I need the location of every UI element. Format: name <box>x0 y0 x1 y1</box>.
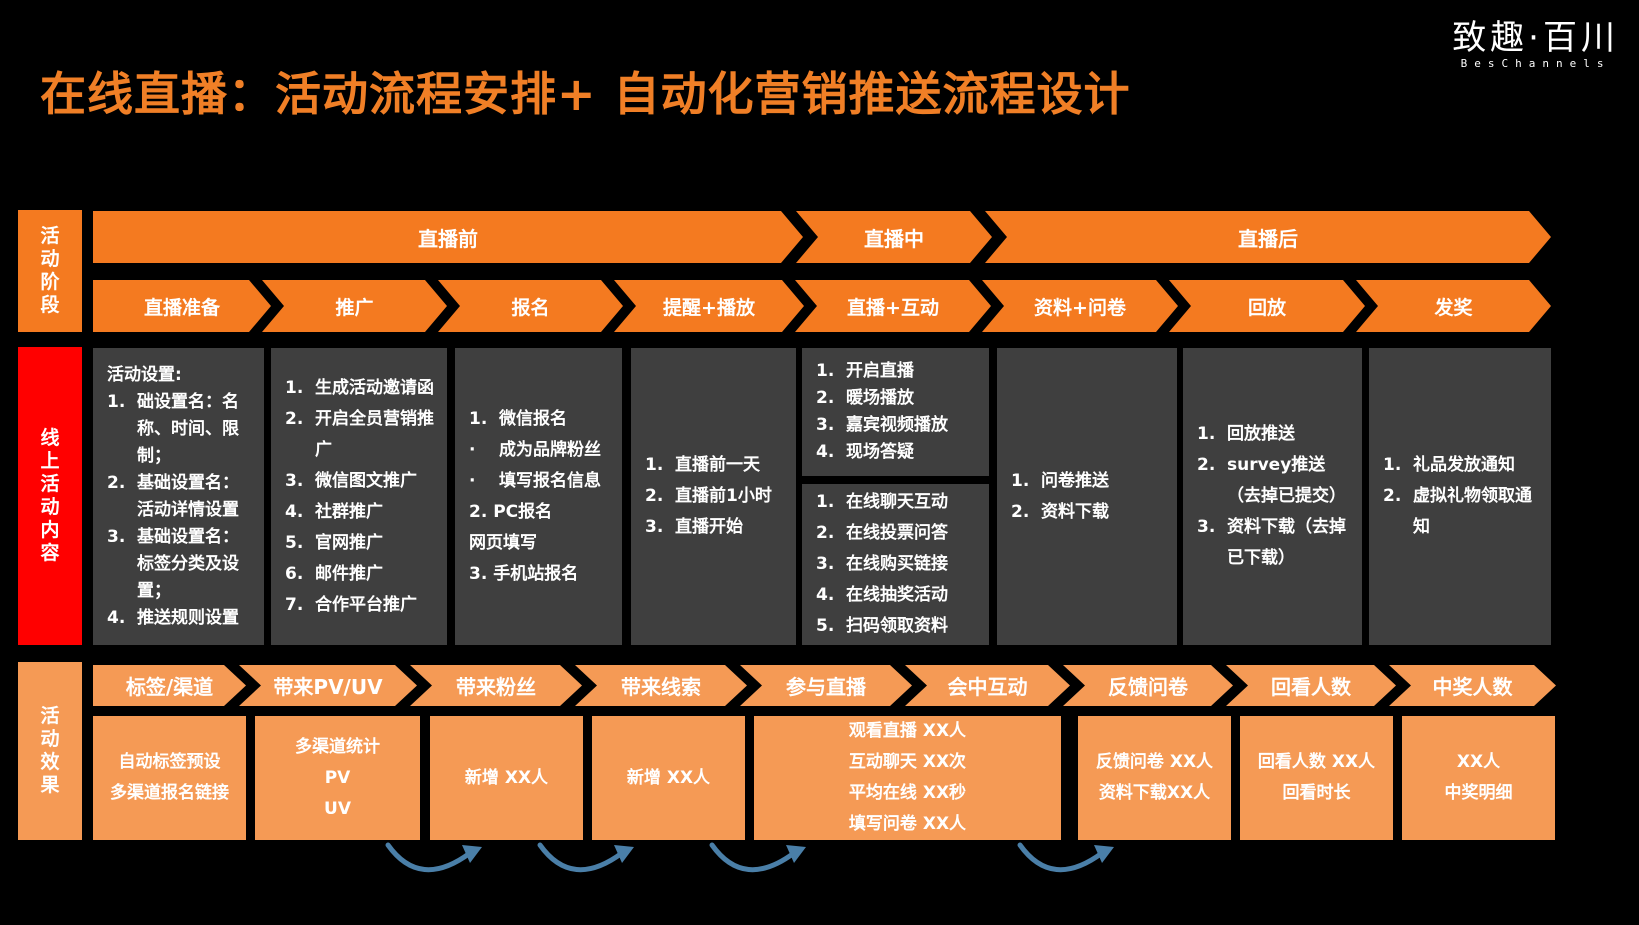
effect-value-replay: 回看人数 XX人 回看时长 <box>1240 716 1393 840</box>
effect-header-replay: 回看人数 <box>1226 665 1396 706</box>
curved-arrow-icon <box>1017 842 1105 873</box>
list-item: 1.生成活动邀请函 <box>285 377 434 398</box>
list-item: 1.礼品发放通知 <box>1383 455 1515 475</box>
step-remind: 提醒+播放 <box>614 280 804 332</box>
live-bottom-list: 1.在线聊天互动 2.在线投票问答 3.在线购买链接 4.在线抽奖活动 5.扫码… <box>816 487 948 642</box>
step-promo: 推广 <box>262 280 447 332</box>
live-top-list: 1.开启直播 2.暖场播放 3.嘉宾视频播放 4.现场答疑 <box>816 358 948 466</box>
effect-header-leads: 带来线索 <box>575 665 747 706</box>
effect-value-live: 观看直播 XX人 互动聊天 XX次 平均在线 XX秒 填写问卷 XX人 <box>754 716 1061 840</box>
phase-during-live: 直播中 <box>796 211 992 263</box>
list-item: ·成为品牌粉丝 <box>469 439 601 460</box>
arrowhead-icon <box>614 845 634 863</box>
step-live: 直播+互动 <box>795 280 991 332</box>
list-item: 2.开启全员营销推广 <box>285 408 434 460</box>
promo-list: 1.生成活动邀请函 2.开启全员营销推广 3.微信图文推广 4.社群推广 5.官… <box>285 373 437 621</box>
list-item: 3.嘉宾视频播放 <box>816 415 948 435</box>
list-item: 2.基础设置名：活动详情设置 <box>107 472 239 520</box>
effect-header-tag: 标签/渠道 <box>93 665 246 706</box>
step-replay: 回放 <box>1169 280 1365 332</box>
brand-logo: 致趣·百川 BesChannels <box>1452 10 1619 70</box>
effect-value-fans: 新增 XX人 <box>430 716 583 840</box>
list-item: 1.直播前一天 <box>645 455 760 475</box>
panel-signup: 1.微信报名 ·成为品牌粉丝 ·填写报名信息 2. PC报名 网页填写 3. 手… <box>455 348 622 645</box>
effect-header-live: 参与直播 <box>740 665 912 706</box>
step-signup: 报名 <box>438 280 623 332</box>
prep-heading: 活动设置: <box>107 364 182 385</box>
phase-after-live: 直播后 <box>985 211 1551 263</box>
list-item: 网页填写 <box>469 532 537 553</box>
panel-remind: 1.直播前一天 2.直播前1小时 3.直播开始 <box>631 348 796 645</box>
list-item: ·填写报名信息 <box>469 470 601 491</box>
effect-header-pvuv: 带来PV/UV <box>239 665 417 706</box>
curved-arrow-icon <box>537 842 625 873</box>
panel-survey: 1.问卷推送 2.资料下载 <box>997 348 1177 645</box>
list-item: 2.survey推送（去掉已提交） <box>1197 455 1346 506</box>
list-item: 2. PC报名 <box>469 501 553 522</box>
list-item: 7.合作平台推广 <box>285 594 417 615</box>
panel-prep: 活动设置: 1.础设置名：名称、时间、限制； 2.基础设置名：活动详情设置 3.… <box>93 348 264 645</box>
list-item: 5.扫码领取资料 <box>816 616 948 636</box>
effect-header-feedback: 反馈问卷 <box>1063 665 1233 706</box>
step-survey: 资料+问卷 <box>982 280 1178 332</box>
list-item: 5.官网推广 <box>285 532 383 553</box>
list-item: 4.现场答疑 <box>816 442 914 462</box>
list-item: 2.直播前1小时 <box>645 486 772 506</box>
panel-award: 1.礼品发放通知 2.虚拟礼物领取通知 <box>1369 348 1551 645</box>
effect-header-interaction: 会中互动 <box>905 665 1070 706</box>
list-item: 2.在线投票问答 <box>816 523 948 543</box>
arrowhead-icon <box>786 845 806 863</box>
curved-arrow-icon <box>385 842 473 873</box>
curved-arrow-icon <box>709 842 797 873</box>
panel-promo: 1.生成活动邀请函 2.开启全员营销推广 3.微信图文推广 4.社群推广 5.官… <box>271 348 447 645</box>
list-item: 2.虚拟礼物领取通知 <box>1383 486 1532 537</box>
list-item: 2.资料下载 <box>1011 501 1109 522</box>
effect-header-award: 中奖人数 <box>1389 665 1556 706</box>
list-item: 1.在线聊天互动 <box>816 492 948 512</box>
replay-list: 1.回放推送 2.survey推送（去掉已提交） 3.资料下载（去掉已下载） <box>1197 419 1352 574</box>
list-item: 6.邮件推广 <box>285 563 383 584</box>
list-item: 1.回放推送 <box>1197 424 1295 444</box>
remind-list: 1.直播前一天 2.直播前1小时 3.直播开始 <box>645 450 772 543</box>
step-award: 发奖 <box>1356 280 1551 332</box>
prep-list: 1.础设置名：名称、时间、限制； 2.基础设置名：活动详情设置 3.基础设置名：… <box>107 389 254 632</box>
list-item: 3.在线购买链接 <box>816 554 948 574</box>
logo-cn: 致趣·百川 <box>1452 18 1619 58</box>
award-list: 1.礼品发放通知 2.虚拟礼物领取通知 <box>1383 450 1541 543</box>
list-item: 4.社群推广 <box>285 501 383 522</box>
effect-value-pvuv: 多渠道统计 PV UV <box>255 716 420 840</box>
list-item: 1.开启直播 <box>816 361 914 381</box>
effect-value-feedback: 反馈问卷 XX人 资料下载XX人 <box>1078 716 1231 840</box>
panel-live-top: 1.开启直播 2.暖场播放 3.嘉宾视频播放 4.现场答疑 <box>802 348 989 476</box>
list-item: 4.在线抽奖活动 <box>816 585 948 605</box>
arrowhead-icon <box>462 845 482 863</box>
panel-replay: 1.回放推送 2.survey推送（去掉已提交） 3.资料下载（去掉已下载） <box>1183 348 1362 645</box>
list-item: 3.微信图文推广 <box>285 470 417 491</box>
list-item: 3.资料下载（去掉已下载） <box>1197 517 1346 568</box>
list-item: 2.暖场播放 <box>816 388 914 408</box>
effect-value-leads: 新增 XX人 <box>592 716 745 840</box>
effect-header-fans: 带来粉丝 <box>410 665 582 706</box>
logo-en: BesChannels <box>1460 57 1611 70</box>
effect-value-tag: 自动标签预设 多渠道报名链接 <box>93 716 246 840</box>
panel-live-bottom: 1.在线聊天互动 2.在线投票问答 3.在线购买链接 4.在线抽奖活动 5.扫码… <box>802 484 989 645</box>
survey-list: 1.问卷推送 2.资料下载 <box>1011 466 1109 528</box>
phase-before-live: 直播前 <box>93 211 803 263</box>
effect-value-award: XX人 中奖明细 <box>1402 716 1555 840</box>
page-title: 在线直播：活动流程安排+ 自动化营销推送流程设计 <box>40 67 1131 121</box>
list-item: 3. 手机站报名 <box>469 563 579 584</box>
list-item: 4.推送规则设置 <box>107 607 239 628</box>
list-item: 1.础设置名：名称、时间、限制； <box>107 391 239 466</box>
list-item: 1.问卷推送 <box>1011 470 1109 491</box>
list-item: 3.基础设置名：标签分类及设置； <box>107 526 239 601</box>
row-label-effect: 活动效果 <box>18 662 82 840</box>
list-item: 3.直播开始 <box>645 517 743 537</box>
signup-list: 1.微信报名 ·成为品牌粉丝 ·填写报名信息 2. PC报名 网页填写 3. 手… <box>469 404 601 590</box>
step-prep: 直播准备 <box>93 280 271 332</box>
flow-arrows <box>385 842 1114 873</box>
row-label-content: 线上活动内容 <box>18 347 82 645</box>
row-label-stage: 活动阶段 <box>18 210 82 332</box>
arrowhead-icon <box>1094 845 1114 863</box>
list-item: 1.微信报名 <box>469 408 567 429</box>
